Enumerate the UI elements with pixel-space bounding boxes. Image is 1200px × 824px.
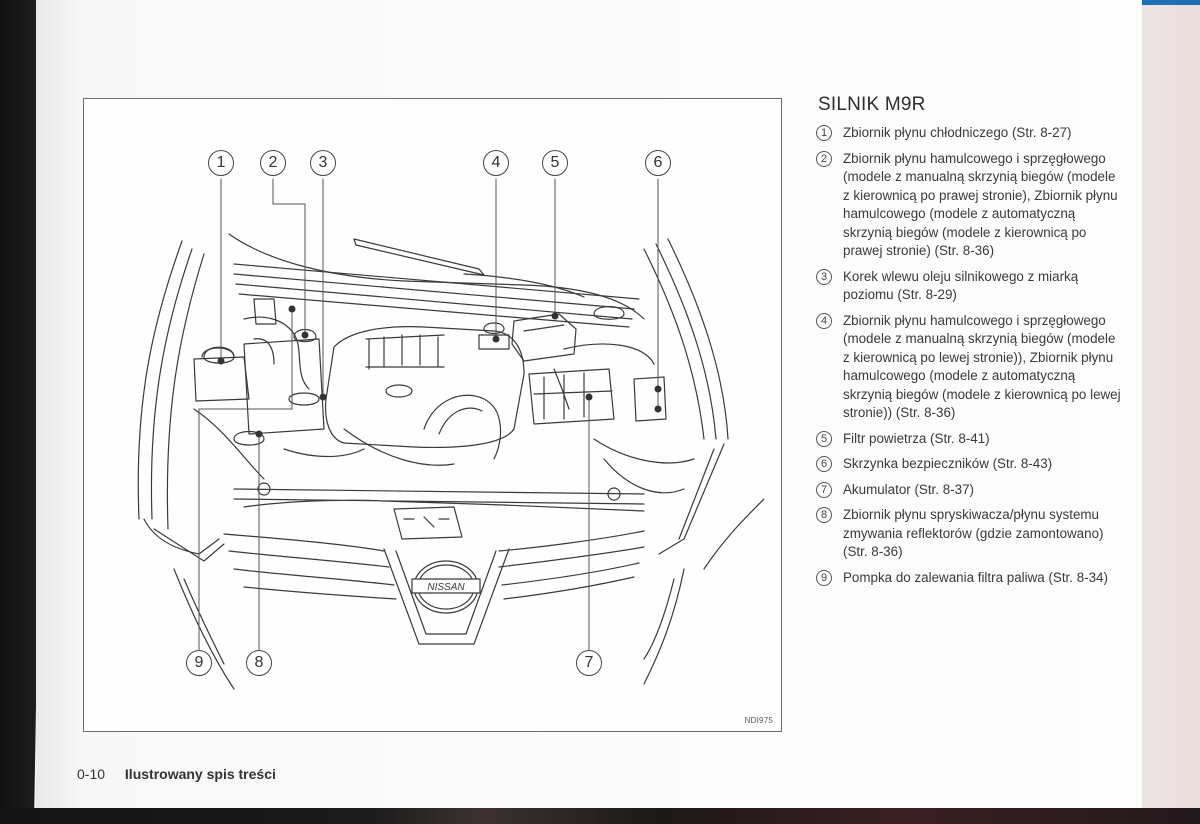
cowl-slats [233, 263, 640, 328]
washer-cap [233, 430, 265, 446]
hood-latch [393, 506, 463, 540]
oil-filler-cap [288, 392, 320, 406]
callout-7: 7 [576, 650, 602, 676]
callout-4: 4 [483, 150, 509, 176]
engine-bay-figure: NISSAN 1 2 3 4 [83, 98, 782, 732]
callout-8: 8 [246, 650, 272, 676]
brake-reservoir-right [478, 322, 510, 350]
radiator-cap-right [593, 305, 625, 320]
item-number: 4 [816, 312, 832, 329]
right-fender-lines [643, 238, 729, 440]
brake-reservoir-cap [293, 328, 317, 343]
adjacent-page-tab [1142, 0, 1200, 5]
engine-cover-badge [385, 384, 413, 398]
item-text: Zbiornik płynu hamulcowego i sprzęgłoweg… [843, 150, 1118, 259]
lower-left-hoses [193, 408, 455, 480]
item-number: 2 [816, 150, 832, 167]
battery-clamp [553, 368, 570, 410]
engine-bay-drawing: NISSAN [137, 178, 765, 690]
item-number: 9 [816, 569, 832, 586]
item-text: Skrzynka bezpieczników (Str. 8-43) [843, 456, 1053, 471]
callout-1: 1 [208, 150, 234, 176]
fuse-box [633, 376, 667, 422]
callout-5: 5 [542, 150, 568, 176]
intake-runners [365, 334, 445, 370]
section-title: SILNIK M9R [818, 94, 926, 115]
left-hoses [243, 316, 310, 390]
grille-bars-right [498, 530, 645, 600]
list-item: 9 Pompka do zalewania filtra paliwa (Str… [816, 569, 1146, 588]
oil-filler-block [243, 338, 325, 435]
right-headlight [658, 443, 765, 570]
brake-fluid-cap-2 [253, 298, 277, 325]
item-number: 7 [816, 481, 832, 498]
bumper-right [643, 568, 685, 685]
leader-line-9 [198, 308, 293, 652]
item-text: Zbiornik płynu chłodniczego (Str. 8-27) [843, 125, 1072, 140]
item-text: Zbiornik płynu hamulcowego i sprzęgłoweg… [843, 312, 1121, 421]
item-number: 6 [816, 456, 832, 472]
figure-code: NDI975 [744, 716, 773, 725]
scan-background [0, 808, 1200, 824]
item-text: Filtr powietrza (Str. 8-41) [843, 430, 990, 446]
list-item: 3 Korek wlewu oleju silnikowego z miarką… [816, 268, 1146, 305]
grille-v-surround [383, 548, 510, 645]
leader-line-2 [272, 178, 306, 336]
coolant-cap [203, 346, 235, 364]
list-item: 1 Zbiornik płynu chłodniczego (Str. 8-27… [816, 124, 1146, 143]
left-fender-lines [137, 240, 205, 530]
list-item: 7 Akumulator (Str. 8-37) [816, 481, 1146, 500]
bolt-heads [257, 482, 621, 501]
item-number: 5 [816, 430, 832, 447]
list-item: 5 Filtr powietrza (Str. 8-41) [816, 430, 1146, 449]
wiper-arm [353, 238, 485, 276]
callout-3: 3 [310, 150, 336, 176]
item-text: Pompka do zalewania filtra paliwa (Str. … [843, 569, 1108, 585]
item-text: Korek wlewu oleju silnikowego z miarką p… [843, 268, 1079, 303]
bumper-left [173, 568, 235, 690]
item-text: Zbiornik płynu spryskiwacza/płynu system… [843, 507, 1104, 559]
item-number: 1 [816, 125, 832, 141]
item-number: 3 [816, 268, 832, 285]
right-hoses [563, 343, 695, 494]
air-filter-box [511, 313, 577, 362]
cowl-top [228, 233, 645, 320]
battery [528, 368, 615, 425]
leader-lines [198, 178, 659, 652]
intake-hose [423, 394, 502, 460]
list-item: 2 Zbiornik płynu hamulcowego i sprzęgłow… [816, 150, 1146, 261]
page-footer: 0-10 Ilustrowany spis treści [77, 766, 276, 782]
adjacent-page-edge [1142, 0, 1200, 812]
callout-2: 2 [260, 150, 286, 176]
nissan-emblem-text: NISSAN [427, 582, 465, 593]
nissan-emblem-bar [411, 578, 481, 594]
wiper-arm-right [463, 273, 585, 298]
item-number: 8 [816, 507, 832, 523]
item-text: Akumulator (Str. 8-37) [843, 481, 974, 497]
list-item: 6 Skrzynka bezpieczników (Str. 8-43) [816, 455, 1146, 474]
leader-dots [217, 305, 662, 438]
component-list: 1 Zbiornik płynu chłodniczego (Str. 8-27… [816, 124, 1146, 594]
engine-cover [324, 326, 525, 448]
callout-6: 6 [645, 150, 671, 176]
callout-9: 9 [186, 650, 212, 676]
book-binding-shadow [0, 0, 42, 824]
left-headlight [143, 518, 225, 562]
grille-bars-left [223, 533, 397, 600]
front-crossmember [233, 488, 645, 512]
chapter-title: Ilustrowany spis treści [124, 766, 276, 782]
page-number: 0-10 [77, 766, 106, 782]
list-item: 8 Zbiornik płynu spryskiwacza/płynu syst… [816, 506, 1146, 562]
list-item: 4 Zbiornik płynu hamulcowego i sprzęgłow… [816, 312, 1146, 423]
